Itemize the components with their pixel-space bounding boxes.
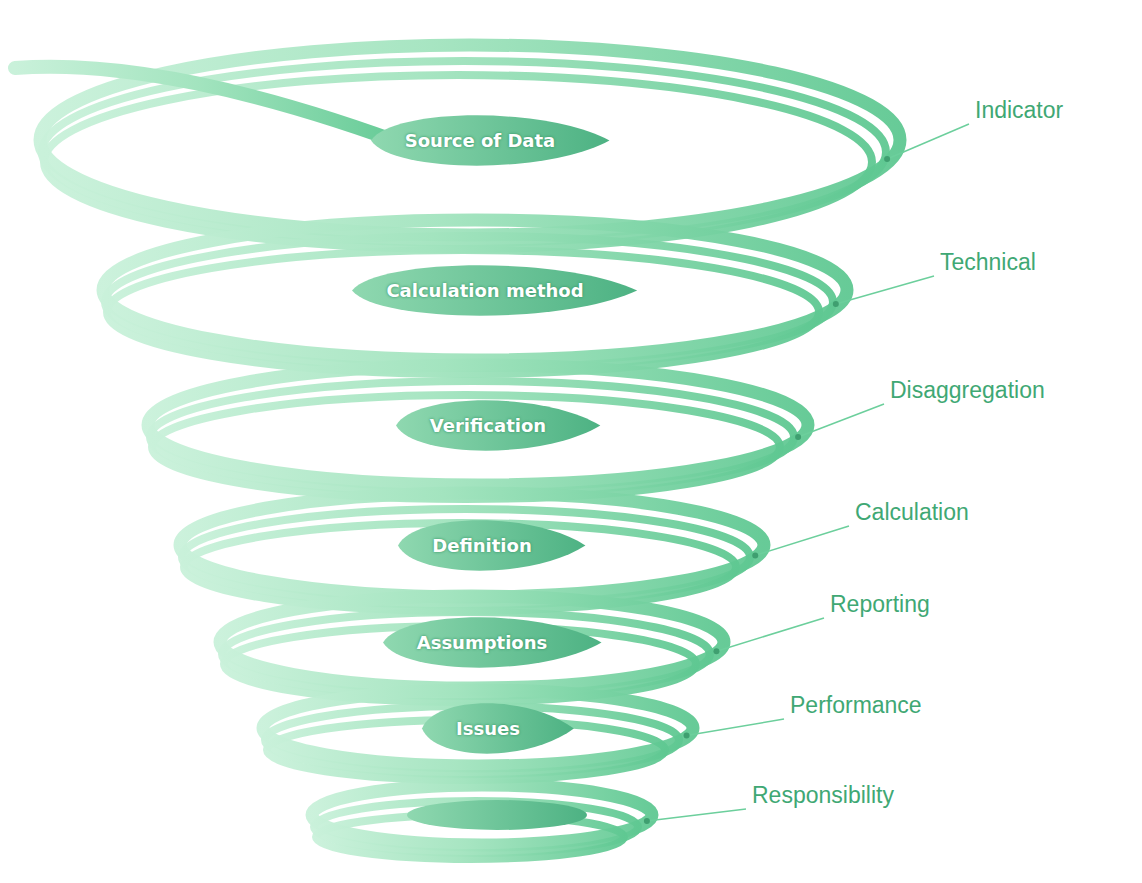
level-label: Technical [940, 249, 1036, 276]
spiral-tail [15, 67, 420, 150]
leader-dot [644, 818, 650, 824]
level-label: Calculation [855, 499, 969, 526]
funnel-core: Assumptions [383, 614, 581, 671]
level-title: Definition [398, 517, 565, 574]
level-title: Verification [396, 397, 580, 454]
level-title: Issues [422, 700, 554, 757]
level-label: Responsibility [752, 782, 894, 809]
funnel-core: Definition [398, 517, 565, 574]
spiral-ribbon [105, 236, 833, 368]
spiral-ribbon [152, 395, 780, 499]
spiral-ribbon [312, 785, 652, 845]
funnel-core: Calculation method [352, 262, 617, 319]
level-label: Performance [790, 692, 922, 719]
funnel-core: Issues [422, 700, 554, 757]
leader-dot [684, 733, 690, 739]
level-label: Disaggregation [890, 377, 1045, 404]
leader-dot [795, 434, 801, 440]
leader-dot [884, 156, 890, 162]
level-label: Indicator [975, 97, 1063, 124]
leader-line [887, 124, 969, 159]
level-title: Source of Data [371, 112, 589, 169]
leader-dot [752, 552, 758, 558]
leader-dot [833, 301, 839, 307]
spiral-ribbon [222, 612, 710, 696]
leader-line [836, 276, 934, 304]
funnel-core: Source of Data [371, 112, 589, 169]
leader-dot [713, 648, 719, 654]
spiral-ribbon [103, 220, 847, 360]
leader-line [687, 719, 784, 736]
spiral-ribbon [107, 250, 819, 374]
level-title: Calculation method [352, 262, 617, 319]
funnel-core: Verification [396, 397, 580, 454]
funnel-core [407, 800, 587, 830]
leader-line [647, 809, 746, 821]
leader-line [716, 618, 824, 651]
leader-line [798, 404, 884, 437]
level-label: Reporting [830, 591, 930, 618]
level-title: Assumptions [383, 614, 581, 671]
leader-line [755, 526, 849, 555]
